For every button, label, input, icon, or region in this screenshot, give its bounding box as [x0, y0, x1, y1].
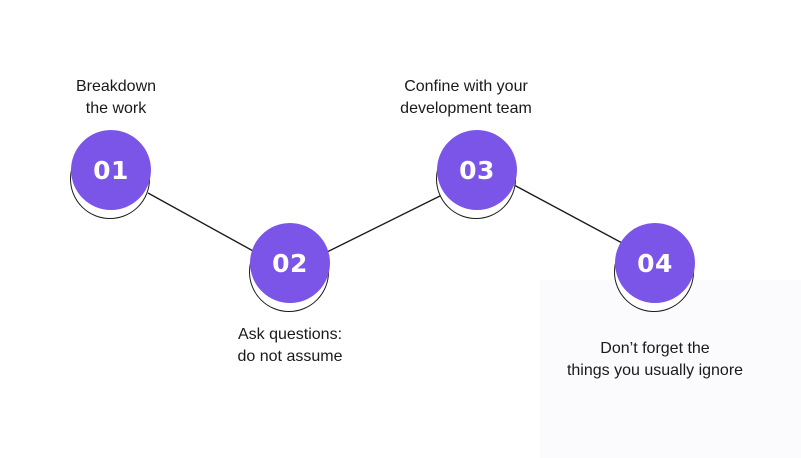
connector-01-02	[147, 192, 256, 253]
connector-02-03	[324, 194, 443, 254]
step-04-label-line-1: Don’t forget the	[600, 340, 710, 357]
step-02: 02	[249, 223, 330, 312]
step-04: 04	[614, 223, 695, 312]
connector-03-04	[513, 184, 625, 245]
step-02-circle: 02	[250, 223, 330, 303]
step-01-label-line-1: Breakdown	[75, 78, 157, 95]
step-04-label: Don’t forget the things you usually igno…	[545, 338, 765, 382]
step-04-number: 04	[637, 248, 673, 278]
step-03-number: 03	[459, 155, 495, 185]
step-01-label: Breakdown the work	[56, 76, 176, 120]
step-01: 01	[70, 130, 151, 219]
background-tint	[540, 280, 801, 458]
step-01-label-line-2: the work	[85, 100, 147, 117]
step-02-number: 02	[272, 248, 308, 278]
step-02-label-line-2: do not assume	[237, 348, 343, 365]
step-03-label: Confine with your development team	[376, 76, 556, 120]
step-03-label-line-1: Confine with your	[404, 78, 528, 95]
step-03-label-line-2: development team	[400, 100, 532, 117]
step-03-circle: 03	[437, 130, 517, 210]
step-02-label-line-1: Ask questions:	[237, 326, 343, 343]
step-04-label-line-2: things you usually ignore	[566, 362, 744, 379]
step-01-circle: 01	[71, 130, 151, 210]
step-03: 03	[436, 130, 517, 219]
step-02-label: Ask questions: do not assume	[210, 324, 370, 368]
step-04-circle: 04	[615, 223, 695, 303]
step-01-number: 01	[93, 155, 129, 185]
